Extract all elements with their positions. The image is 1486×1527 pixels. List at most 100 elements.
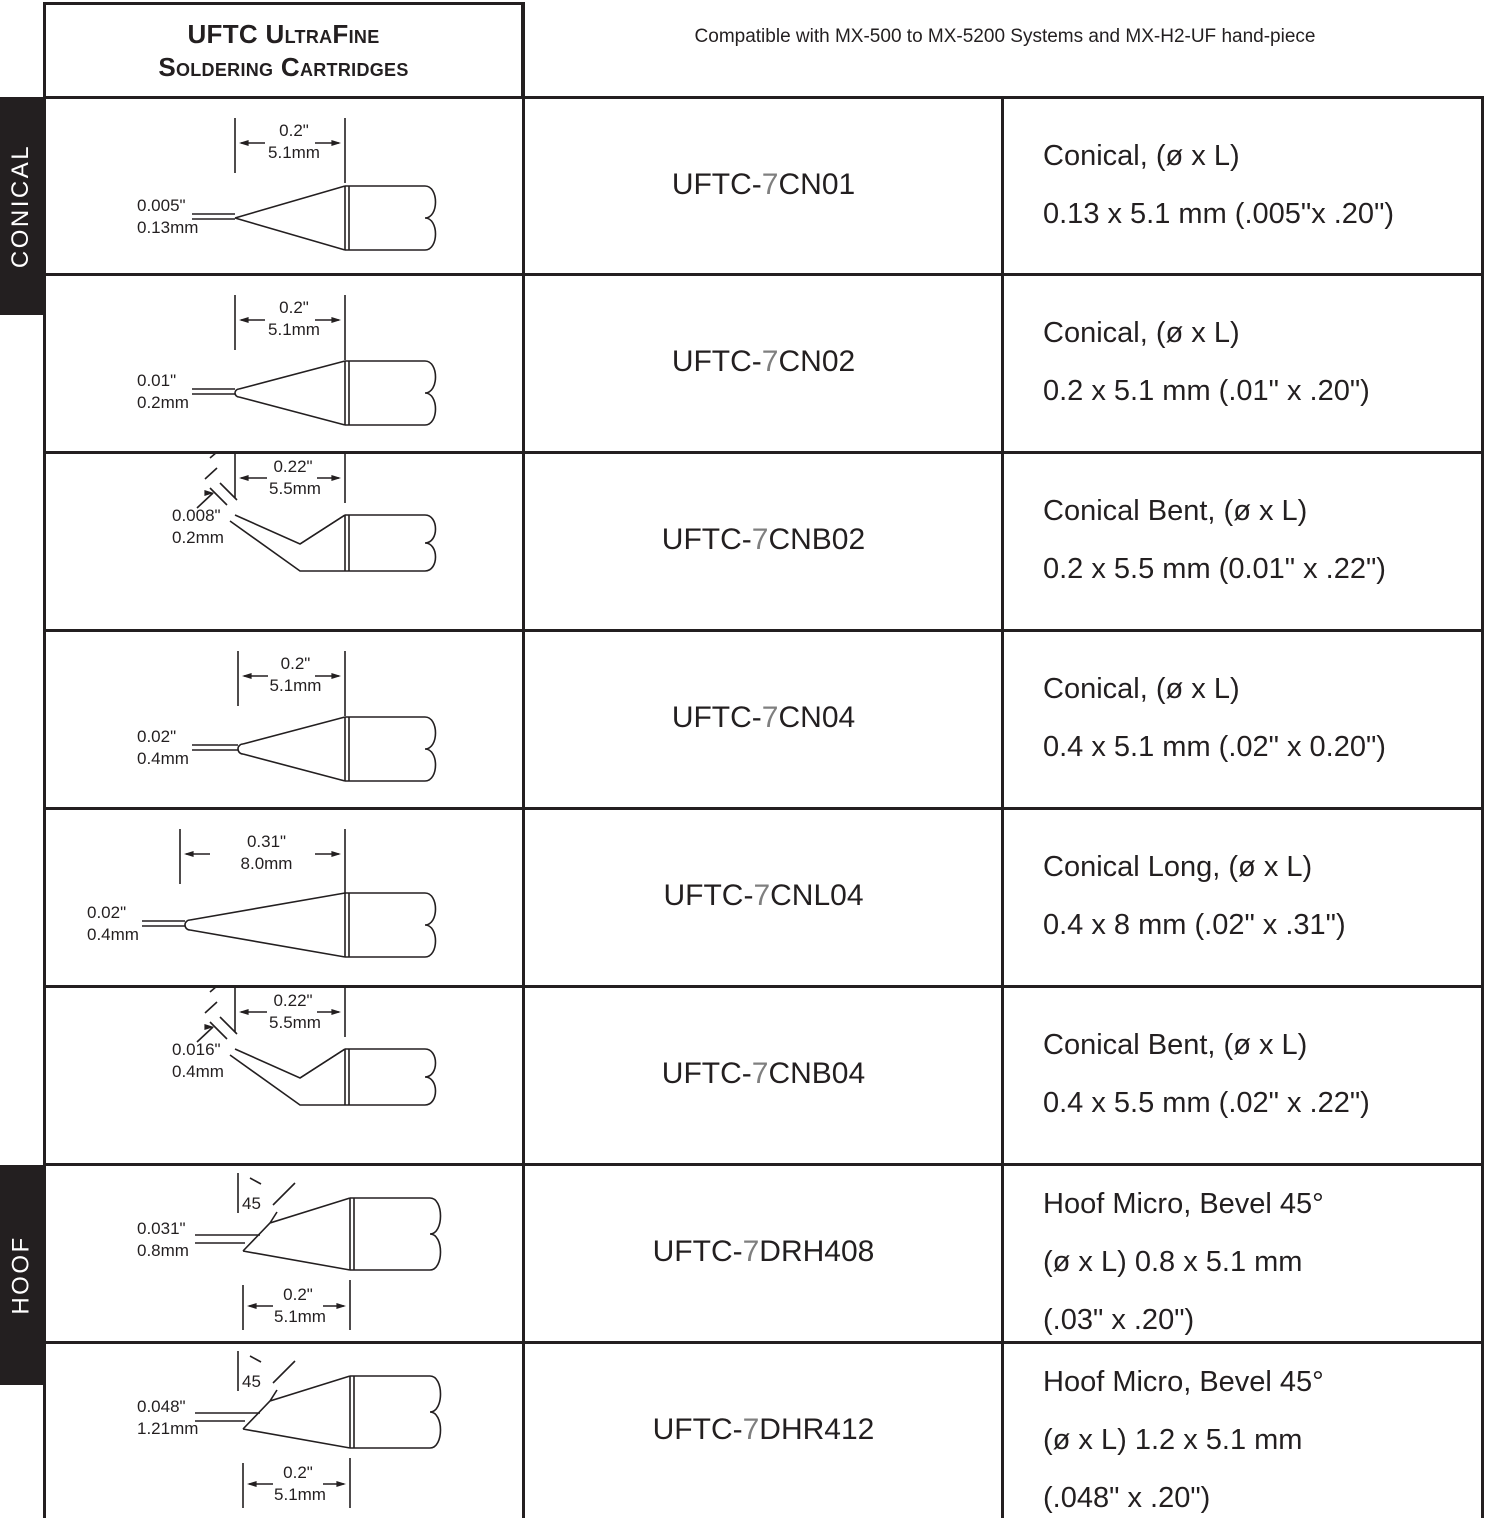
description-line: 0.4 x 8 mm (.02" x .31") <box>1043 909 1346 941</box>
drawing-line <box>249 1355 262 1363</box>
drawing-line <box>349 1375 430 1449</box>
tip-description: Conical Bent, (ø x L)0.2 x 5.5 mm (0.01"… <box>1043 482 1386 598</box>
dim-diameter-mm: 0.8mm <box>137 1241 189 1260</box>
arrow-head <box>242 673 252 679</box>
part-number: UFTC-7DRH408 <box>524 1235 1003 1269</box>
tip-description: Conical, (ø x L)0.4 x 5.1 mm (.02" x 0.2… <box>1043 660 1386 776</box>
dim-length-in: 0.2" <box>279 121 309 140</box>
part-suffix: CN04 <box>778 701 856 734</box>
part-number: UFTC-7CNB04 <box>524 1057 1003 1091</box>
drawing-line <box>242 1197 351 1271</box>
drawing-line <box>242 716 346 782</box>
part-prefix: UFTC- <box>671 345 762 378</box>
dim-diameter-in: 0.016" <box>172 1040 221 1059</box>
grid-line <box>43 985 1483 988</box>
description-line: (ø x L) 1.2 x 5.1 mm <box>1043 1424 1303 1456</box>
part-prefix: UFTC- <box>661 523 752 556</box>
tip-drawing: 0.22" 5.5mm 0.008" 0.2mm <box>172 453 437 572</box>
description-line: Conical Long, (ø x L) <box>1043 851 1313 883</box>
dim-length-in: 0.2" <box>279 298 309 317</box>
description-line: 0.2 x 5.1 mm (.01" x .20") <box>1043 375 1370 407</box>
category-tab-hoof: HOOF <box>0 1165 43 1385</box>
part-prefix: UFTC- <box>652 1235 743 1268</box>
drawing-line <box>196 1026 214 1043</box>
dim-diameter-mm: 0.13mm <box>137 218 198 237</box>
arrow-head <box>239 1009 249 1015</box>
drawing-line <box>344 360 425 426</box>
dim-diameter-in: 0.02" <box>137 727 176 746</box>
dim-diameter-in: 0.02" <box>87 903 126 922</box>
drawing-line <box>249 1177 262 1185</box>
drawing-line <box>204 467 218 480</box>
dim-length-mm: 5.1mm <box>274 1307 326 1326</box>
part-seven: 7 <box>751 1057 769 1090</box>
dim-length-mm: 5.1mm <box>268 320 320 339</box>
drawing-line <box>349 1197 430 1271</box>
description-line: 0.4 x 5.1 mm (.02" x 0.20") <box>1043 731 1386 763</box>
dim-length-mm: 8.0mm <box>241 854 293 873</box>
dim-diameter-mm: 0.2mm <box>172 528 224 547</box>
dim-length-in: 0.2" <box>283 1285 313 1304</box>
description-line: 0.4 x 5.5 mm (.02" x .22") <box>1043 1087 1370 1119</box>
dim-length-in: 0.2" <box>281 654 311 673</box>
dim-length-mm: 5.5mm <box>269 1013 321 1032</box>
dim-length-mm: 5.1mm <box>274 1485 326 1504</box>
grid-line <box>43 273 1483 276</box>
arrow-head <box>331 317 341 323</box>
category-tab-conical: CONICAL <box>0 97 43 315</box>
drawing-line <box>219 482 238 501</box>
dim-diameter-in: 0.01" <box>137 371 176 390</box>
title-line-2: Soldering Cartridges <box>158 52 409 82</box>
tip-description: Conical, (ø x L)0.13 x 5.1 mm (.005"x .2… <box>1043 127 1394 243</box>
arrow-head <box>331 851 341 857</box>
dim-diameter-mm: 0.4mm <box>87 925 139 944</box>
dim-diameter-in: 0.008" <box>172 506 221 525</box>
grid-line <box>43 807 1483 810</box>
part-number: UFTC-7CNL04 <box>524 879 1003 913</box>
description-line: (.03" x .20") <box>1043 1304 1195 1336</box>
drawing-line <box>344 185 425 251</box>
arrow-head <box>239 475 249 481</box>
dim-length-mm: 5.5mm <box>269 479 321 498</box>
drawing-line <box>209 487 228 506</box>
drawing-line <box>242 1375 351 1449</box>
drawing-line <box>237 743 244 755</box>
arrow-head <box>331 140 341 146</box>
dim-length-in: 0.22" <box>273 991 312 1010</box>
part-seven: 7 <box>761 345 779 378</box>
grid-line <box>1481 96 1484 1518</box>
drawing-line <box>238 360 346 426</box>
category-label: HOOF <box>7 1235 35 1315</box>
arrow-head <box>184 851 194 857</box>
dim-angle: 45 <box>242 1194 261 1213</box>
drawing-line <box>189 892 346 958</box>
drawing-line <box>424 716 437 782</box>
part-number: UFTC-7CN04 <box>524 701 1003 735</box>
drawing-line <box>424 514 437 572</box>
tip-drawing: 0.2" 5.1mm 0.02" 0.4mm <box>137 651 437 782</box>
table-title: UFTC UltraFine Soldering Cartridges <box>43 2 524 97</box>
arrow-head <box>239 317 249 323</box>
description-line: Conical Bent, (ø x L) <box>1043 1029 1308 1061</box>
drawing-line <box>299 514 346 571</box>
dim-diameter-in: 0.031" <box>137 1219 186 1238</box>
part-suffix: CNL04 <box>770 879 864 912</box>
arrow-head <box>204 1024 214 1030</box>
drawing-line <box>424 185 437 251</box>
dim-length-mm: 5.1mm <box>270 676 322 695</box>
description-line: Conical Bent, (ø x L) <box>1043 495 1308 527</box>
description-line: 0.13 x 5.1 mm (.005"x .20") <box>1043 198 1395 230</box>
tip-drawing: 45 0.031" 0.8mm 0.2" 5.1mm <box>137 1173 442 1330</box>
part-suffix: CNB02 <box>768 523 866 556</box>
dim-length-mm: 5.1mm <box>268 143 320 162</box>
dim-diameter-mm: 0.4mm <box>137 749 189 768</box>
dim-length-in: 0.22" <box>273 457 312 476</box>
drawing-line <box>424 360 437 426</box>
tip-description: Conical Long, (ø x L) 0.4 x 8 mm (.02" x … <box>1043 838 1346 954</box>
part-suffix: CNB04 <box>768 1057 866 1090</box>
grid-line <box>43 629 1483 632</box>
drawing-line <box>209 1021 228 1040</box>
part-prefix: UFTC- <box>652 1413 743 1446</box>
